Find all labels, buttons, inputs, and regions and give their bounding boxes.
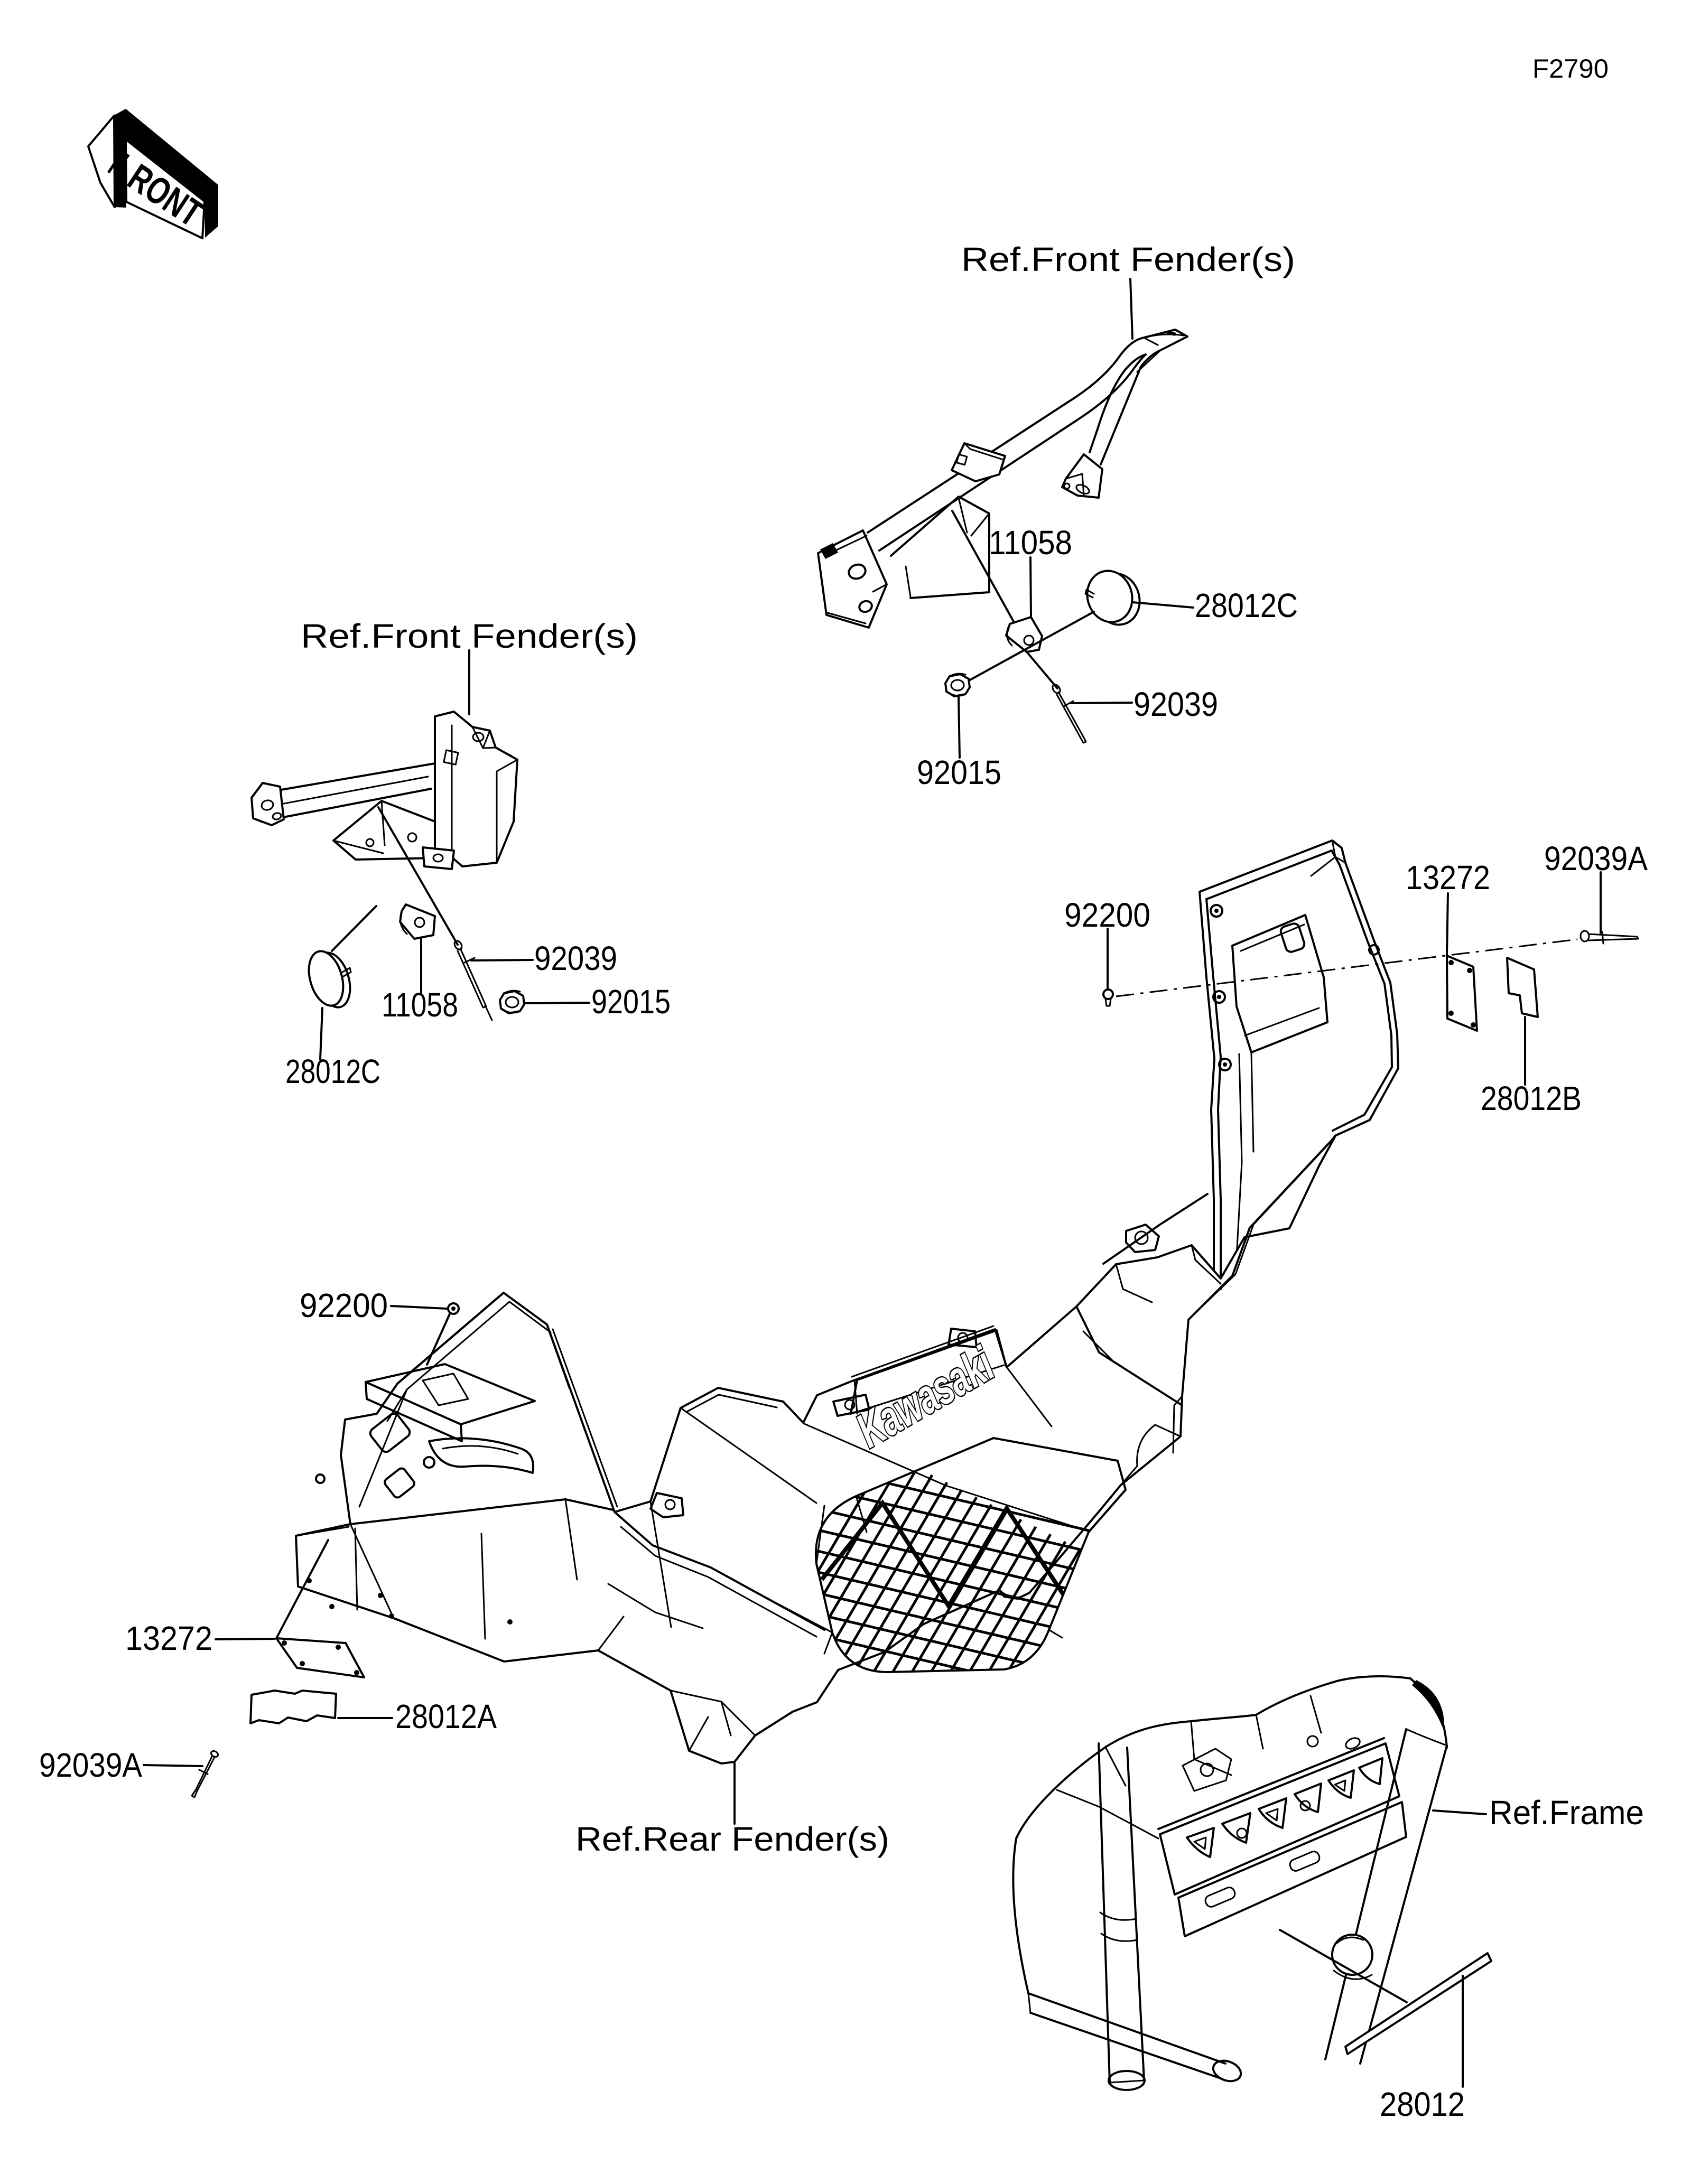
- svg-text:13272: 13272: [125, 1619, 212, 1657]
- svg-text:Ref.Rear Fender(s): Ref.Rear Fender(s): [575, 1820, 889, 1858]
- svg-text:92039: 92039: [534, 939, 617, 977]
- svg-text:28012C: 28012C: [1195, 586, 1298, 624]
- svg-text:13272: 13272: [1406, 858, 1490, 897]
- svg-text:92039: 92039: [1133, 685, 1218, 723]
- svg-text:11058: 11058: [382, 986, 458, 1024]
- svg-text:28012C: 28012C: [285, 1052, 380, 1090]
- svg-text:28012B: 28012B: [1481, 1079, 1582, 1117]
- svg-text:92039A: 92039A: [1544, 839, 1648, 878]
- svg-text:92015: 92015: [591, 983, 671, 1021]
- svg-text:F2790: F2790: [1532, 54, 1609, 83]
- svg-text:28012A: 28012A: [395, 1697, 497, 1735]
- svg-text:92039A: 92039A: [39, 1746, 142, 1784]
- svg-text:Ref.Front Fender(s): Ref.Front Fender(s): [301, 617, 638, 655]
- svg-text:92015: 92015: [917, 753, 1001, 791]
- svg-text:28012: 28012: [1380, 2085, 1465, 2123]
- svg-text:Ref.Front Fender(s): Ref.Front Fender(s): [961, 240, 1295, 278]
- svg-text:Ref.Frame: Ref.Frame: [1489, 1794, 1644, 1832]
- svg-text:92200: 92200: [1064, 896, 1150, 934]
- svg-text:11058: 11058: [989, 524, 1072, 562]
- svg-text:92200: 92200: [300, 1286, 388, 1324]
